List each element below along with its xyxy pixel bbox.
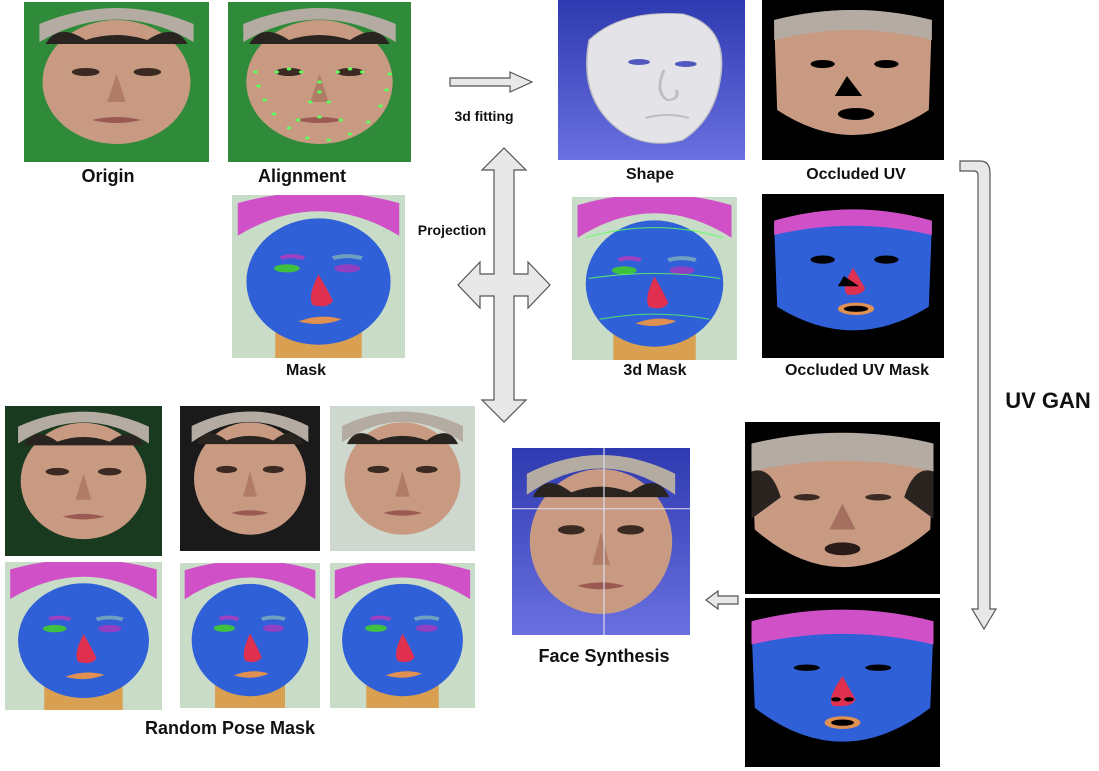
uv-gan-label: UV GAN — [1005, 388, 1091, 413]
synthesis-arrow — [705, 590, 739, 610]
projection-arrow — [457, 147, 551, 423]
occluded-uv-mask-label: Occluded UV Mask — [784, 362, 930, 379]
random-pose-photo-3 — [330, 406, 475, 551]
uv-gan-arrow — [959, 160, 998, 631]
alignment-label: Alignment — [258, 166, 346, 186]
random-pose-mask-3 — [330, 563, 475, 708]
alignment-image — [228, 2, 411, 162]
completed-uv-image — [745, 422, 940, 594]
random-pose-mask-2 — [180, 563, 320, 708]
fitting-label: 3d fitting — [454, 108, 514, 124]
occluded-uv-label: Occluded UV — [806, 166, 906, 183]
shape-label: Shape — [625, 166, 675, 183]
face-synthesis-label: Face Synthesis — [538, 646, 670, 666]
mask-image — [232, 195, 405, 358]
occluded-uv-image — [762, 0, 944, 160]
mask-label: Mask — [285, 362, 327, 379]
projection-label: Projection — [417, 222, 487, 238]
random-pose-mask-label: Random Pose Mask — [144, 718, 316, 738]
random-pose-photo-1 — [5, 406, 162, 556]
completed-uv-mask-image — [745, 598, 940, 767]
origin-image — [24, 2, 209, 162]
fitting-arrow — [449, 71, 534, 93]
origin-label: Origin — [81, 166, 135, 186]
occluded-uv-mask-image — [762, 194, 944, 358]
3d-mask-image — [572, 197, 737, 360]
face-synthesis-image — [512, 448, 690, 635]
shape-image — [558, 0, 745, 160]
random-pose-mask-1 — [5, 562, 162, 710]
3d-mask-label: 3d Mask — [623, 362, 687, 379]
random-pose-photo-2 — [180, 406, 320, 551]
